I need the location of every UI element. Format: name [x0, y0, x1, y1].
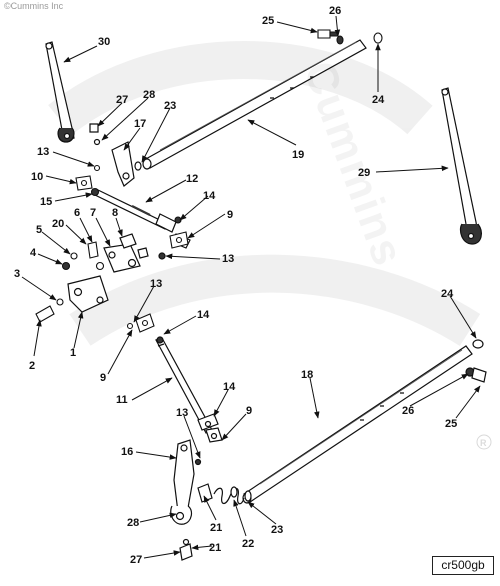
bellcrank-1	[67, 275, 109, 313]
callout-9-middle: 9	[100, 372, 106, 384]
callout-21-middle: 21	[210, 522, 222, 534]
lever-arm-30	[441, 87, 482, 245]
callout-22: 22	[242, 538, 254, 550]
lever-arm-29	[45, 41, 75, 143]
figure-code-label: cr500gb	[432, 556, 494, 575]
callout-11: 11	[116, 394, 128, 406]
registered-mark: R	[476, 434, 492, 450]
callout-8: 8	[112, 207, 118, 219]
callout-14-lower: 14	[223, 381, 236, 393]
callout-20: 20	[52, 218, 64, 230]
shaft-19	[134, 39, 367, 171]
rod-end-10	[75, 164, 182, 224]
callout-30: 29	[358, 167, 370, 179]
callout-25-lower: 25	[445, 418, 457, 430]
callout-13-right: 13	[222, 253, 234, 265]
callout-3: 3	[14, 268, 20, 280]
callout-18: 18	[301, 369, 313, 381]
callout-25-upper: 25	[262, 15, 274, 27]
copyright-text: ©Cummins Inc	[4, 1, 64, 11]
callout-5: 5	[36, 224, 42, 236]
callout-24-upper: 24	[372, 94, 385, 106]
callout-13-upper: 13	[37, 146, 49, 158]
rod-end-9-upper	[169, 231, 189, 249]
callout-26-upper: 26	[329, 5, 341, 17]
callout-12: 12	[186, 173, 198, 185]
lever-plate-7	[103, 233, 166, 273]
small-hardware-left	[35, 241, 105, 323]
callout-14-middle: 14	[197, 309, 210, 321]
callout-21-lower: 21	[209, 542, 221, 554]
callout-17: 17	[134, 118, 146, 130]
callout-2: 2	[29, 360, 35, 372]
callout-7: 7	[90, 207, 96, 219]
callout-13-middle: 13	[150, 278, 162, 290]
callout-23-lower: 23	[271, 524, 283, 536]
svg-text:R: R	[480, 438, 487, 448]
callout-labels: 30 25 26 24 27 28 23 17 19 29 13 10 12 1…	[14, 5, 457, 566]
callout-28-upper: 28	[143, 89, 155, 101]
watermark-logo	[48, 41, 481, 347]
rod-11	[155, 336, 223, 443]
callout-19: 19	[292, 149, 304, 161]
callout-27-lower: 27	[130, 554, 142, 566]
lever-16	[170, 439, 202, 561]
callout-10: 10	[31, 171, 43, 183]
callout-1: 1	[70, 347, 76, 359]
callout-arrows	[21, 15, 481, 559]
callout-4: 4	[30, 247, 37, 259]
callout-9-upper: 9	[227, 209, 233, 221]
callout-15: 15	[40, 196, 52, 208]
callout-16: 16	[121, 446, 133, 458]
callout-9-lower: 9	[246, 405, 252, 417]
callout-27-upper: 27	[116, 94, 128, 106]
upper-right-hardware	[317, 29, 383, 45]
callout-14-upper: 14	[203, 190, 216, 202]
callout-28-lower: 28	[127, 517, 139, 529]
callout-13-lower: 13	[176, 407, 188, 419]
callout-26-lower: 26	[402, 405, 414, 417]
callout-6: 6	[74, 207, 80, 219]
spring-assembly-22	[197, 483, 252, 505]
callout-29: 30	[98, 36, 110, 48]
callout-23-upper: 23	[164, 100, 176, 112]
rod-end-9-middle	[126, 313, 155, 333]
bracket-17	[89, 123, 135, 187]
callout-24-lower: 24	[441, 288, 454, 300]
